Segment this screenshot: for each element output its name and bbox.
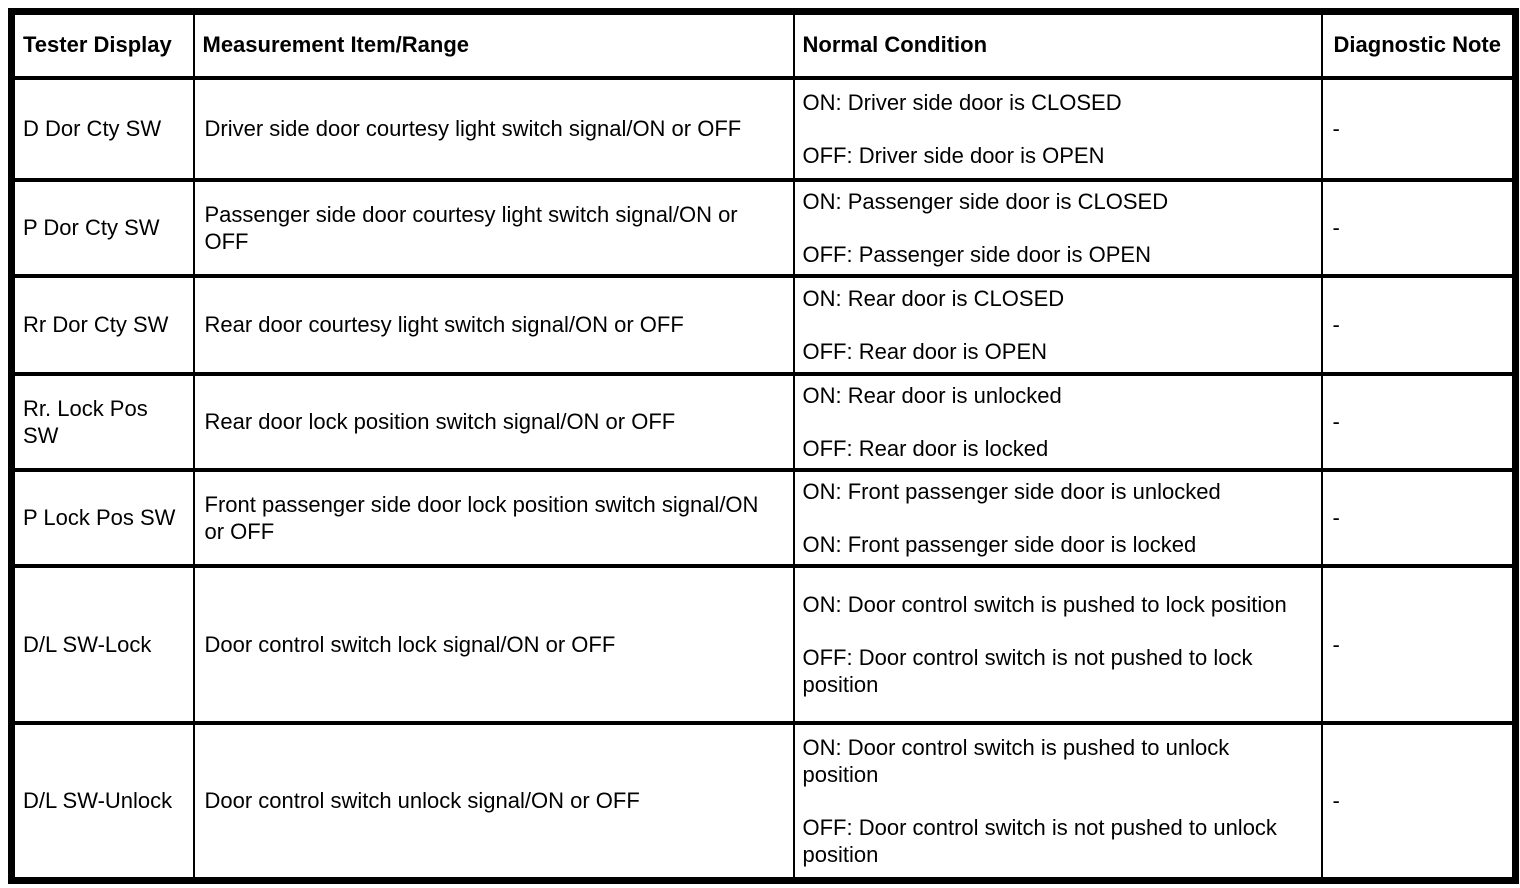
measurement-item-cell: Door control switch lock signal/ON or OF…	[192, 563, 795, 725]
tester-display-cell: D Dor Cty SW	[10, 75, 195, 182]
tester-display-cell: P Dor Cty SW	[10, 177, 195, 278]
condition-line: OFF: Door control switch is not pushed t…	[802, 814, 1277, 867]
measurement-item-cell: Front passenger side door lock position …	[192, 467, 795, 568]
tester-data-table: Tester Display Measurement Item/Range No…	[8, 8, 1519, 884]
table-row: D/L SW-Lock Door control switch lock sig…	[10, 563, 1517, 725]
measurement-item-cell: Rear door lock position switch signal/ON…	[192, 371, 795, 472]
condition-line: ON: Passenger side door is CLOSED	[802, 188, 1169, 214]
header-row: Tester Display Measurement Item/Range No…	[10, 9, 1517, 80]
condition-line: ON: Driver side door is CLOSED	[802, 89, 1122, 115]
normal-condition-cell: ON: Passenger side door is CLOSED OFF: Pa…	[792, 177, 1323, 278]
table-row: D Dor Cty SW Driver side door courtesy l…	[10, 75, 1517, 182]
table-row: P Lock Pos SW Front passenger side door …	[10, 467, 1517, 568]
diagnostic-note-cell: -	[1320, 563, 1517, 725]
diagnostic-note-cell: -	[1320, 75, 1517, 182]
diagnostic-note-cell: -	[1320, 720, 1517, 883]
table-row: D/L SW-Unlock Door control switch unlock…	[10, 720, 1517, 883]
column-header-tester-display: Tester Display	[10, 9, 195, 80]
normal-condition-cell: ON: Driver side door is CLOSED OFF: Drive…	[792, 75, 1323, 182]
condition-line: ON: Door control switch is pushed to unl…	[802, 734, 1230, 787]
diagnostic-note-cell: -	[1320, 467, 1517, 568]
tester-display-cell: D/L SW-Unlock	[10, 720, 195, 883]
tester-display-cell: P Lock Pos SW	[10, 467, 195, 568]
diagnostic-note-cell: -	[1320, 273, 1517, 376]
condition-line: OFF: Rear door is locked	[802, 435, 1049, 461]
normal-condition-cell: ON: Front passenger side door is unlocke…	[792, 467, 1323, 568]
column-header-measurement-item-range: Measurement Item/Range	[192, 9, 795, 80]
tester-display-cell: Rr Dor Cty SW	[10, 273, 195, 376]
diagnostic-note-cell: -	[1320, 177, 1517, 278]
condition-line: ON: Door control switch is pushed to loc…	[802, 591, 1287, 617]
condition-line: OFF: Passenger side door is OPEN	[802, 241, 1151, 267]
tester-display-cell: D/L SW-Lock	[10, 563, 195, 725]
table-row: Rr. Lock Pos SW Rear door lock position …	[10, 371, 1517, 472]
measurement-item-cell: Passenger side door courtesy light switc…	[192, 177, 795, 278]
diagnostic-note-cell: -	[1320, 371, 1517, 472]
column-header-normal-condition: Normal Condition	[792, 9, 1323, 80]
condition-line: ON: Front passenger side door is locked	[802, 531, 1197, 557]
tester-display-cell: Rr. Lock Pos SW	[10, 371, 195, 472]
condition-line: OFF: Rear door is OPEN	[802, 338, 1048, 364]
normal-condition-cell: ON: Rear door is CLOSED OFF: Rear door is…	[792, 273, 1323, 376]
condition-line: OFF: Door control switch is not pushed t…	[802, 644, 1253, 697]
normal-condition-cell: ON: Door control switch is pushed to unl…	[792, 720, 1323, 883]
normal-condition-cell: ON: Door control switch is pushed to loc…	[792, 563, 1323, 725]
measurement-item-cell: Door control switch unlock signal/ON or …	[192, 720, 795, 883]
table-body: D Dor Cty SW Driver side door courtesy l…	[10, 75, 1517, 883]
condition-line: ON: Front passenger side door is unlocke…	[802, 478, 1221, 504]
table-row: P Dor Cty SW Passenger side door courtes…	[10, 177, 1517, 278]
column-header-diagnostic-note: Diagnostic Note	[1320, 9, 1517, 80]
condition-line: ON: Rear door is unlocked	[802, 382, 1062, 408]
table-header: Tester Display Measurement Item/Range No…	[10, 9, 1517, 80]
measurement-item-cell: Driver side door courtesy light switch s…	[192, 75, 795, 182]
measurement-item-cell: Rear door courtesy light switch signal/O…	[192, 273, 795, 376]
table-row: Rr Dor Cty SW Rear door courtesy light s…	[10, 273, 1517, 376]
condition-line: ON: Rear door is CLOSED	[802, 285, 1065, 311]
condition-line: OFF: Driver side door is OPEN	[802, 142, 1105, 168]
